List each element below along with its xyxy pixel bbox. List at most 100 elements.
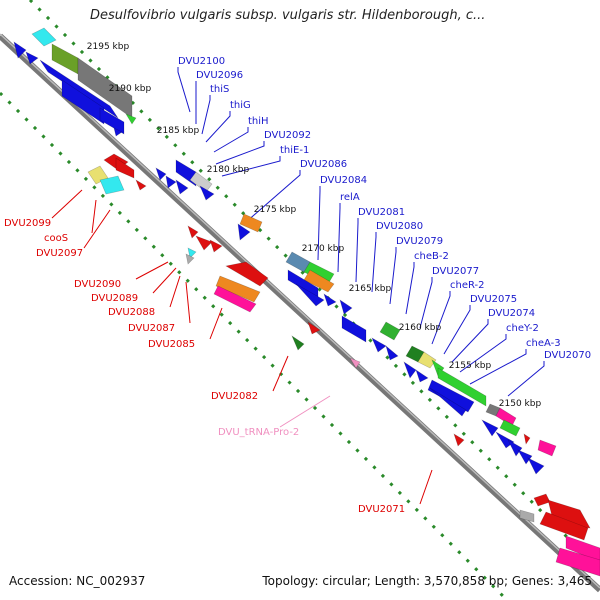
gene-feature	[307, 321, 321, 335]
leader-line	[451, 319, 489, 363]
gene-feature	[385, 345, 399, 361]
gene-label-minus: DVU2082	[211, 391, 258, 402]
leader-line	[177, 67, 191, 113]
gene-feature	[403, 361, 417, 379]
gene-feature	[519, 509, 535, 523]
leader-line	[459, 334, 507, 373]
gene-feature	[187, 225, 199, 239]
gene-feature	[209, 239, 223, 253]
gene-feature	[25, 51, 39, 65]
gene-feature	[31, 27, 57, 47]
gene-feature	[539, 511, 589, 541]
leader-line	[51, 189, 83, 219]
gene-feature	[13, 41, 27, 59]
leader-line	[221, 156, 281, 177]
gene-label-plus: thiG	[230, 100, 251, 111]
leader-line	[337, 203, 341, 273]
gene-feature	[415, 369, 429, 383]
gene-label-minus: DVU2099	[4, 218, 51, 229]
gene-feature	[371, 337, 387, 353]
gene-feature	[537, 439, 557, 457]
leader-line	[371, 232, 377, 293]
ruler-label: 2160 kbp	[399, 323, 442, 333]
gene-label-plus: DVU2081	[358, 207, 405, 218]
gene-label-plus: DVU2100	[178, 56, 225, 67]
gene-label-plus: DVU2075	[470, 294, 517, 305]
gene-label-plus: DVU2080	[376, 221, 423, 232]
gene-feature	[527, 457, 545, 475]
gene-feature	[437, 367, 487, 407]
gene-feature	[175, 179, 189, 195]
ruler-label: 2195 kbp	[87, 42, 130, 52]
topology-summary: Topology: circular; Length: 3,570,858 bp…	[262, 574, 592, 588]
gene-label-plus: cheY-2	[506, 323, 539, 334]
genome-backbone	[0, 33, 600, 593]
gene-feature	[533, 493, 551, 507]
gene-feature	[499, 419, 521, 437]
ruler-label: 2150 kbp	[499, 399, 542, 409]
ruler-label: 2185 kbp	[157, 126, 200, 136]
gene-feature	[115, 157, 135, 179]
gene-feature	[61, 79, 105, 125]
gene-feature	[113, 127, 123, 137]
leader-line	[389, 247, 397, 305]
genome-backbone-highlight	[0, 33, 600, 589]
gene-feature	[523, 433, 531, 445]
leader-line	[419, 277, 433, 329]
leader-line	[152, 267, 177, 294]
gene-feature	[125, 113, 137, 125]
leader-line	[213, 127, 249, 153]
gene-feature	[427, 379, 475, 413]
gene-label-minus: DVU2088	[108, 307, 155, 318]
ruler-label: 2190 kbp	[109, 84, 152, 94]
gene-feature	[481, 419, 499, 437]
gene-label-plus: DVU2079	[396, 236, 443, 247]
gene-feature	[341, 315, 367, 343]
gene-feature	[291, 335, 305, 351]
leader-line	[185, 281, 191, 324]
gene-label-minus: DVU2097	[36, 248, 83, 259]
gene-feature	[187, 247, 197, 259]
gene-feature	[51, 43, 79, 75]
gene-feature	[215, 275, 261, 303]
ruler-label: 2170 kbp	[302, 244, 345, 254]
gene-label-plus: cheB-2	[414, 251, 449, 262]
gene-feature	[99, 175, 125, 195]
gene-label-minus: cooS	[44, 233, 68, 244]
gene-feature	[417, 351, 437, 369]
leader-line	[431, 291, 451, 345]
leader-line	[355, 218, 359, 283]
gene-feature	[213, 285, 257, 313]
ruler-label: 2180 kbp	[207, 165, 250, 175]
leader-line	[135, 261, 169, 280]
leader-line	[443, 305, 471, 355]
gene-label-minus: DVU2090	[74, 279, 121, 290]
gene-feature	[507, 439, 523, 457]
gene-feature	[303, 269, 335, 293]
gene-feature	[379, 321, 401, 341]
gene-feature	[237, 223, 251, 241]
gene-feature	[453, 433, 465, 447]
gene-label-plus: DVU2086	[300, 159, 347, 170]
leader-line	[169, 275, 181, 308]
leader-line	[215, 141, 265, 165]
gene-feature	[323, 293, 337, 307]
gene-feature	[39, 59, 119, 119]
gene-feature	[429, 387, 467, 417]
gene-label-plus: DVU2084	[320, 175, 367, 186]
ruler-label: 2155 kbp	[449, 361, 492, 371]
ruler-label: 2175 kbp	[254, 205, 297, 215]
gene-label-minus: DVU2087	[128, 323, 175, 334]
leader-line	[405, 262, 415, 315]
gene-feature	[239, 213, 263, 233]
gene-label-plus: DVU2096	[196, 70, 243, 81]
gene-feature	[199, 185, 215, 201]
gene-feature	[135, 179, 147, 191]
leader-line	[209, 307, 223, 340]
gene-label-minus: DVU2071	[358, 504, 405, 515]
gene-label-plus: DVU2070	[544, 350, 591, 361]
leader-line	[245, 170, 301, 223]
leader-line	[91, 199, 97, 234]
gene-feature	[555, 547, 600, 577]
